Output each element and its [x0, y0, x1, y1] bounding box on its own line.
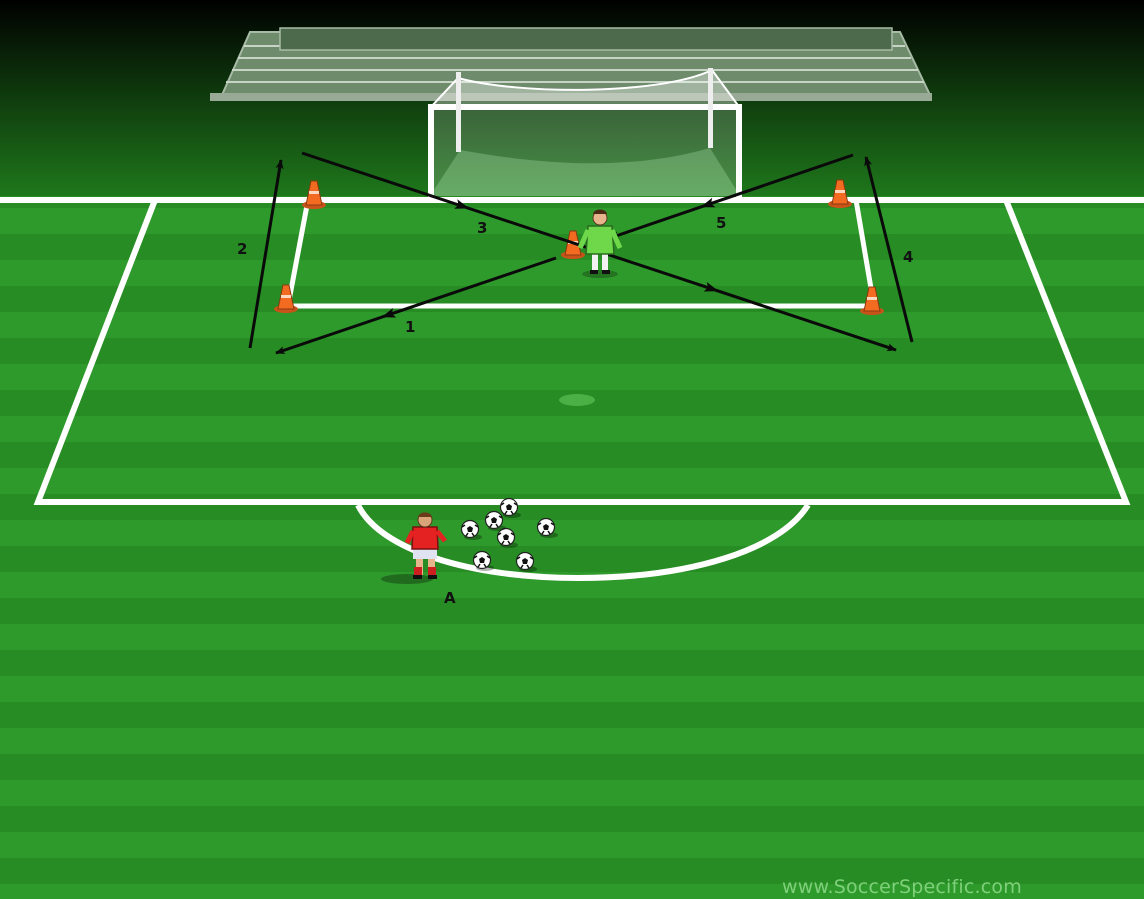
- player-label: A: [444, 589, 456, 607]
- grass-field: [0, 196, 1144, 899]
- watermark: www.SoccerSpecific.com: [782, 876, 1022, 898]
- penalty-spot: [559, 394, 595, 406]
- step-label-4: 4: [903, 248, 913, 266]
- step-label-2: 2: [237, 240, 247, 258]
- step-label-3: 3: [477, 219, 487, 237]
- step-label-1: 1: [405, 318, 415, 336]
- step-label-5: 5: [716, 214, 726, 232]
